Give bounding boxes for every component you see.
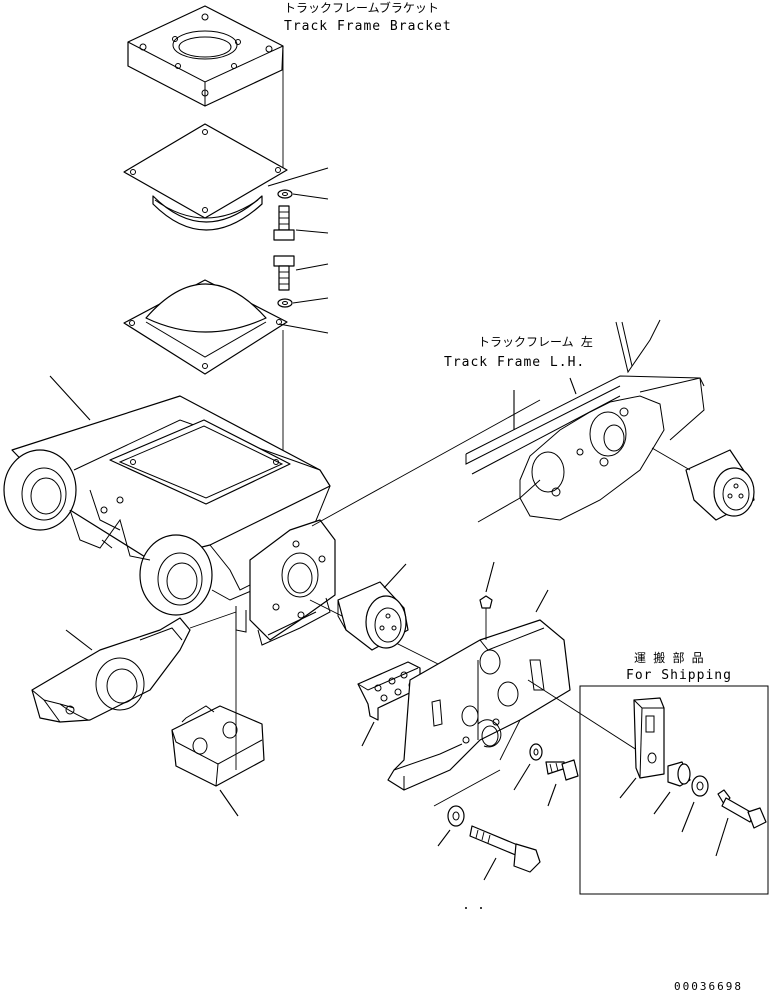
shipping-plate (619, 697, 665, 799)
for-shipping-box (579, 685, 769, 895)
washer-upper (277, 189, 293, 199)
washer-bottom (437, 805, 465, 847)
equalizer-link (31, 617, 191, 723)
track-frame-bracket-plate (127, 5, 284, 107)
shipping-bolt (715, 789, 767, 857)
track-frame-lh-label-jp: トラックフレーム 左 (478, 334, 593, 349)
bolt-long (469, 825, 541, 881)
part-leader-lines-upper (267, 167, 329, 334)
shipping-washer (681, 775, 709, 833)
shim-plate (357, 661, 421, 747)
bushing-right (651, 447, 755, 521)
washer-center (513, 743, 543, 791)
upper-rubber-mount (123, 123, 288, 231)
for-shipping-label-jp: 運 搬 部 品 (634, 650, 704, 665)
stopper-block (171, 705, 265, 817)
bushing-center (337, 563, 409, 651)
shipping-collar (653, 761, 691, 815)
grease-fitting (479, 561, 495, 640)
stopper-bracket (387, 589, 571, 791)
track-frame-bracket-label-jp: トラックフレームブラケット (284, 0, 439, 15)
dot-mark (465, 907, 467, 909)
track-frame-lh (465, 319, 705, 523)
bolt-lower (273, 255, 295, 291)
equalizer-bar-assembly (3, 375, 336, 646)
for-shipping-label-en: For Shipping (626, 668, 732, 683)
washer-lower (277, 298, 293, 308)
track-frame-lh-label-en: Track Frame L.H. (444, 355, 585, 370)
drawing-number: 00036698 (674, 980, 743, 992)
lower-rubber-mount (123, 279, 288, 375)
track-frame-bracket-label-en: Track Frame Bracket (284, 19, 452, 34)
bolt-upper (273, 205, 295, 241)
bolt-center (545, 759, 579, 807)
dot-mark (480, 907, 482, 909)
